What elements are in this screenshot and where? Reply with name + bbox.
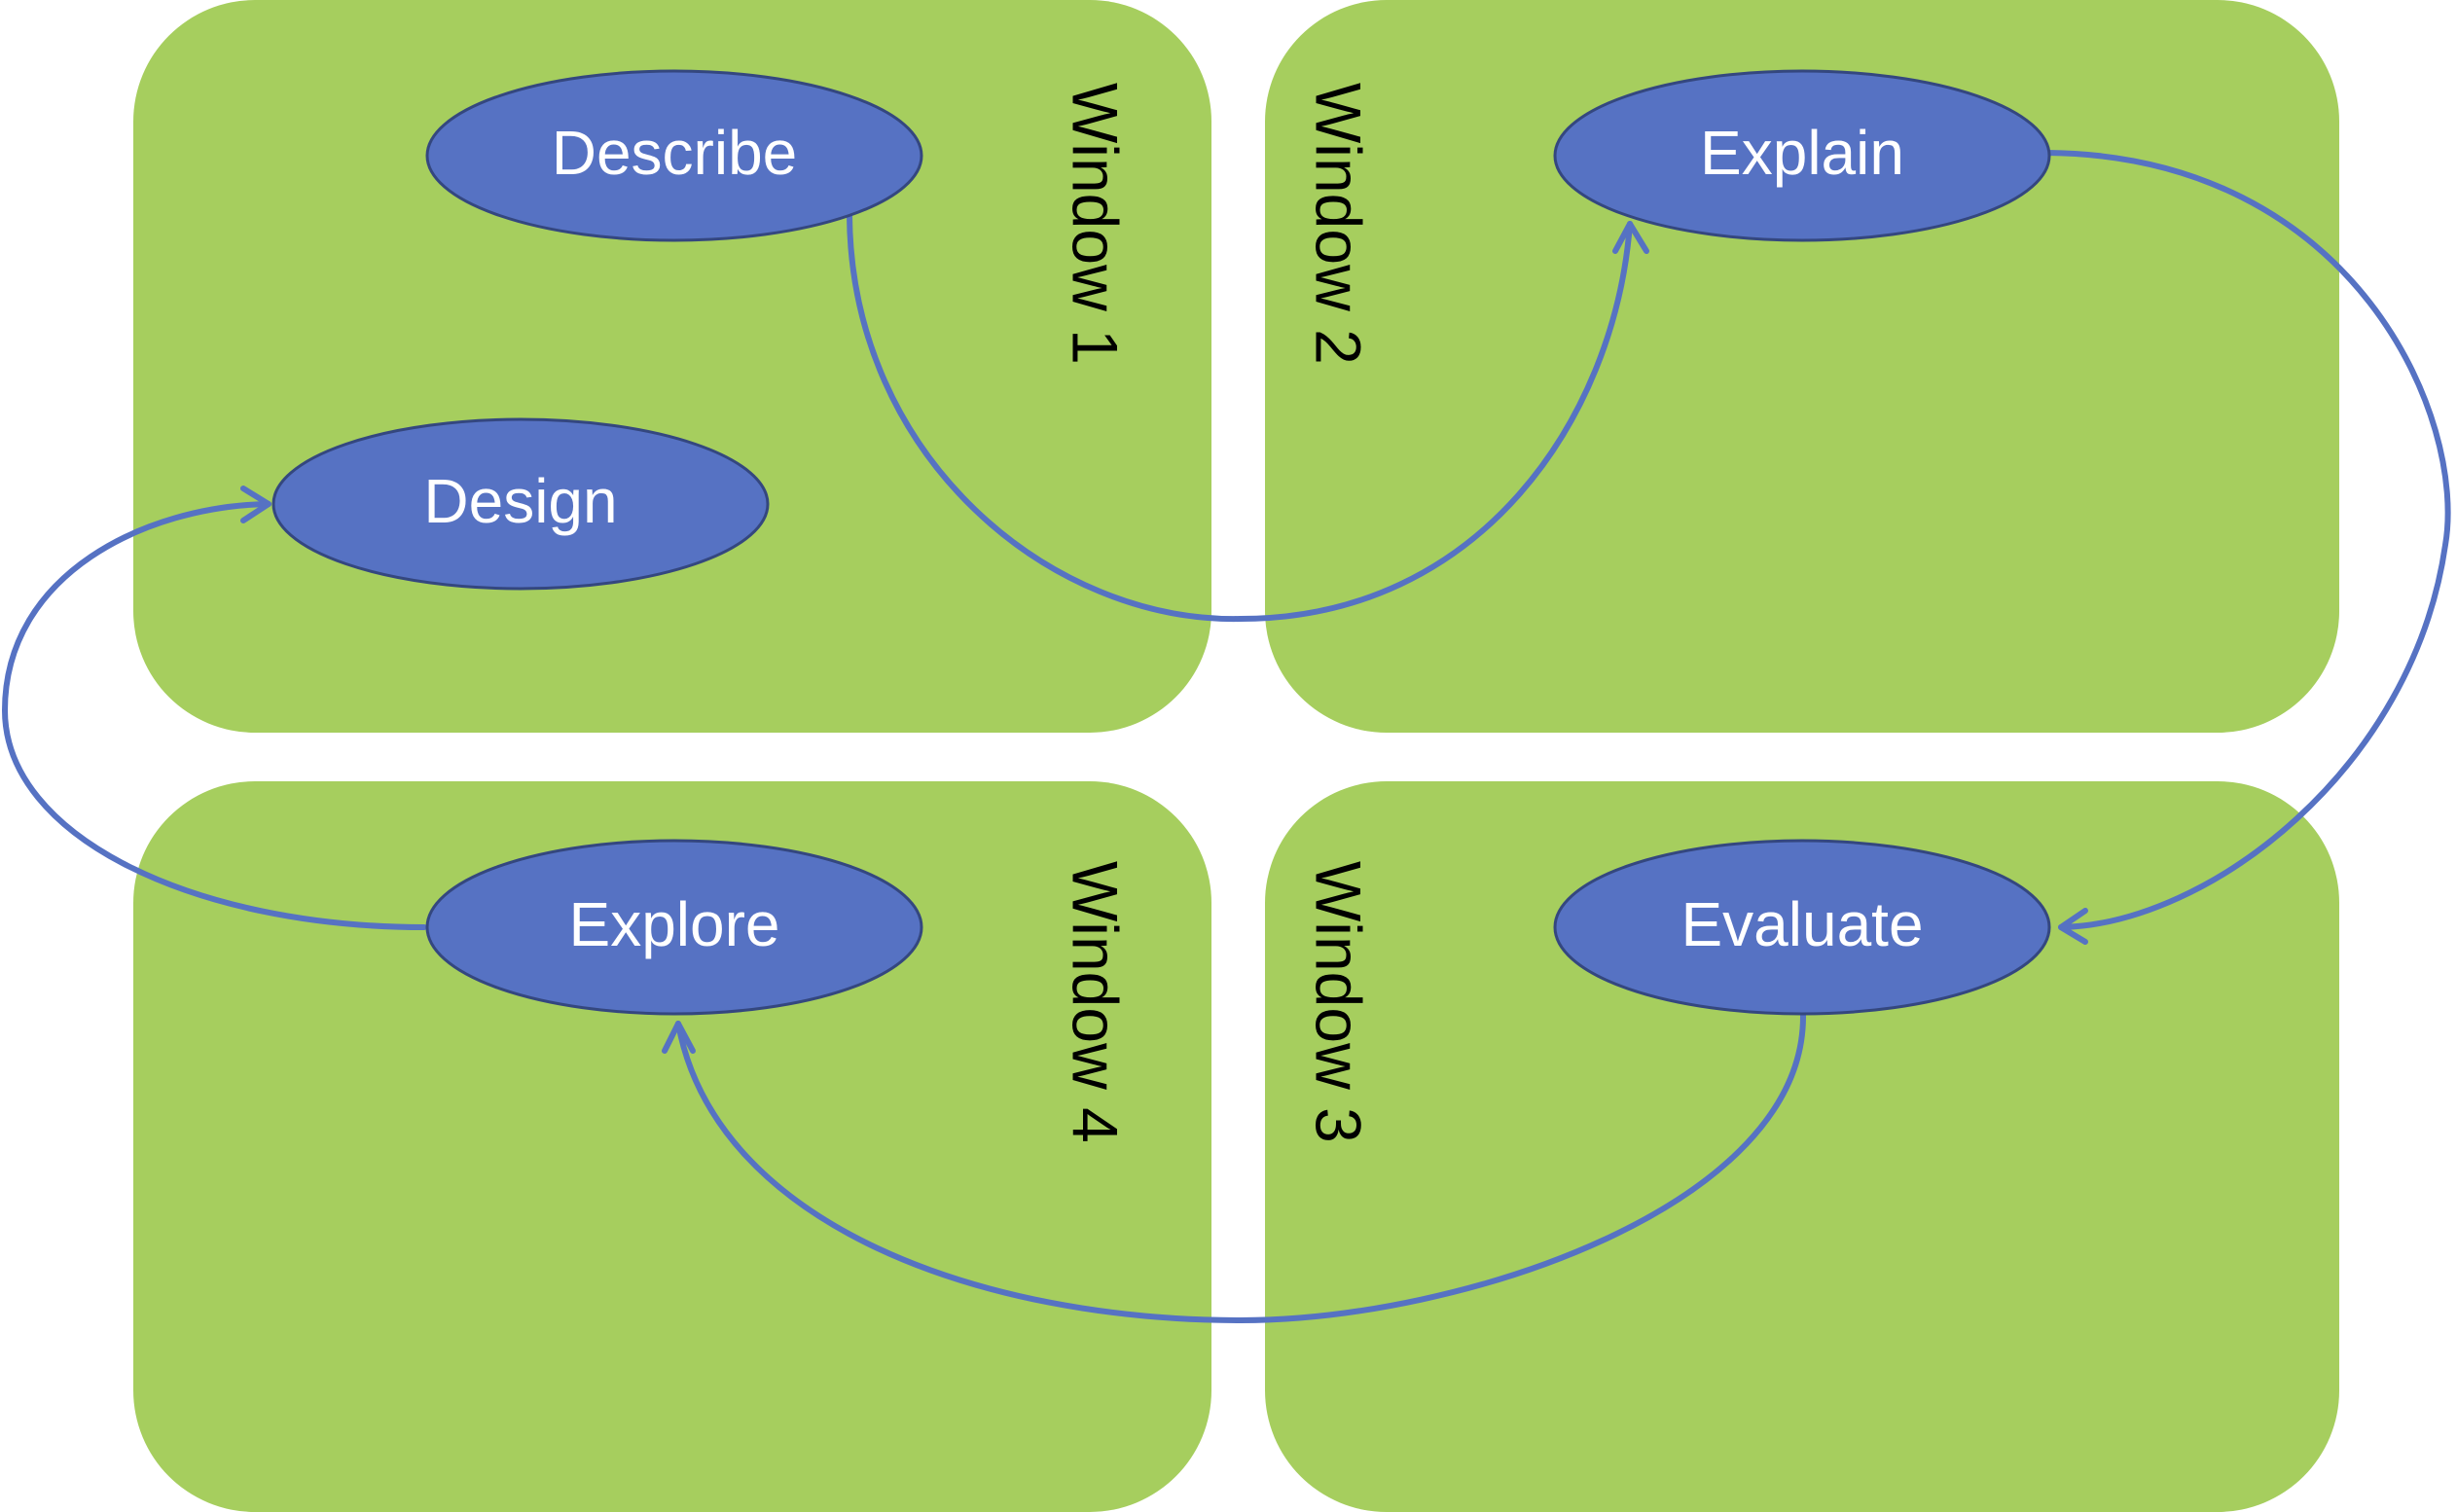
node-explore: Explore [425, 839, 923, 1016]
window-3-panel [1265, 781, 2339, 1512]
window-2-label: Window 2 [1303, 83, 1375, 365]
node-design-shape [271, 417, 770, 591]
window-1-label: Window 1 [1060, 83, 1132, 365]
node-describe: Describe [425, 69, 923, 242]
window-2-panel [1265, 0, 2339, 733]
node-design: Design [271, 417, 770, 591]
window-4-label: Window 4 [1060, 861, 1132, 1143]
node-explore-label: Explore [569, 889, 780, 959]
node-evaluate: Evaluate [1553, 839, 2051, 1016]
node-evaluate-shape [1553, 839, 2051, 1016]
arrow-evaluate-to-explore [675, 1012, 1807, 1323]
arrow-head-evaluate [2058, 908, 2088, 945]
node-design-label: Design [423, 466, 617, 536]
window-3-label: Window 3 [1303, 861, 1375, 1143]
node-explain: Explain [1553, 69, 2051, 242]
node-describe-shape [425, 69, 923, 242]
arrow-head-design [240, 486, 271, 523]
arrow-head-explore [662, 1021, 696, 1054]
node-explain-shape [1553, 69, 2051, 242]
arrow-explain-to-evaluate [2044, 150, 2451, 930]
node-describe-label: Describe [552, 118, 798, 188]
arrow-head-explain [1612, 221, 1649, 254]
node-explain-label: Explain [1700, 118, 1904, 188]
arrow-describe-to-explain [847, 213, 1633, 623]
window-4-panel [133, 781, 1211, 1512]
node-evaluate-label: Evaluate [1680, 889, 1923, 959]
node-explore-shape [425, 839, 923, 1016]
arrow-explore-to-design [2, 501, 427, 930]
